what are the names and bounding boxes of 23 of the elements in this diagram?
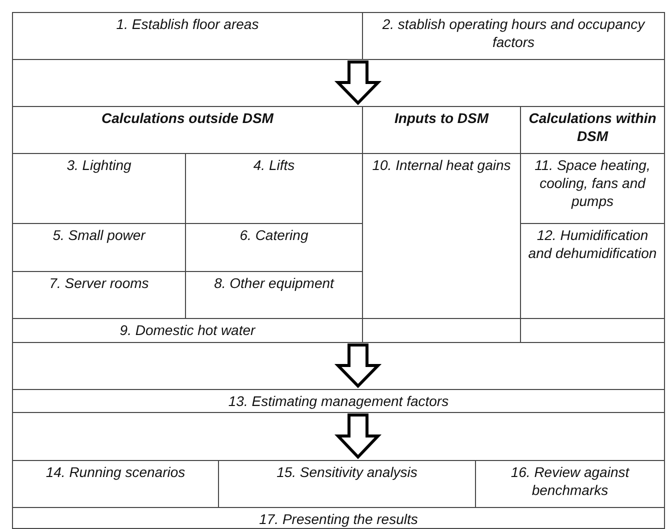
- step-text: 11. Space heating, cooling, fans and pumps: [534, 156, 652, 211]
- step-text: 10. Internal heat gains: [371, 156, 512, 174]
- block-arrow: [334, 414, 382, 460]
- step-text: 12. Humidification and dehumidification: [527, 226, 658, 262]
- step-text: 7. Server rooms: [48, 274, 150, 292]
- step-text: 16. Review against benchmarks: [510, 463, 630, 500]
- step-text: 15. Sensitivity analysis: [276, 463, 418, 482]
- step-text: 4. Lifts: [252, 156, 296, 174]
- column-heading: Calculations within DSM: [528, 109, 658, 146]
- step-text: 17. Presenting the results: [258, 510, 419, 528]
- step-text: 14. Running scenarios: [44, 463, 186, 482]
- step-text: 6. Catering: [238, 226, 310, 244]
- step-text: 1. Establish floor areas: [115, 15, 260, 34]
- column-heading: Calculations outside DSM: [100, 109, 275, 128]
- step-text: 5. Small power: [52, 226, 147, 244]
- block-arrow: [334, 344, 382, 388]
- block-arrow: [334, 60, 382, 106]
- column-heading: Inputs to DSM: [393, 109, 490, 128]
- step-text: 2. stablish operating hours and occupancy factors: [381, 15, 646, 52]
- step-text: 13. Estimating management factors: [227, 392, 450, 410]
- step-text: 3. Lighting: [66, 156, 132, 174]
- step-text: 9. Domestic hot water: [118, 321, 256, 340]
- step-text: 8. Other equipment: [213, 274, 336, 292]
